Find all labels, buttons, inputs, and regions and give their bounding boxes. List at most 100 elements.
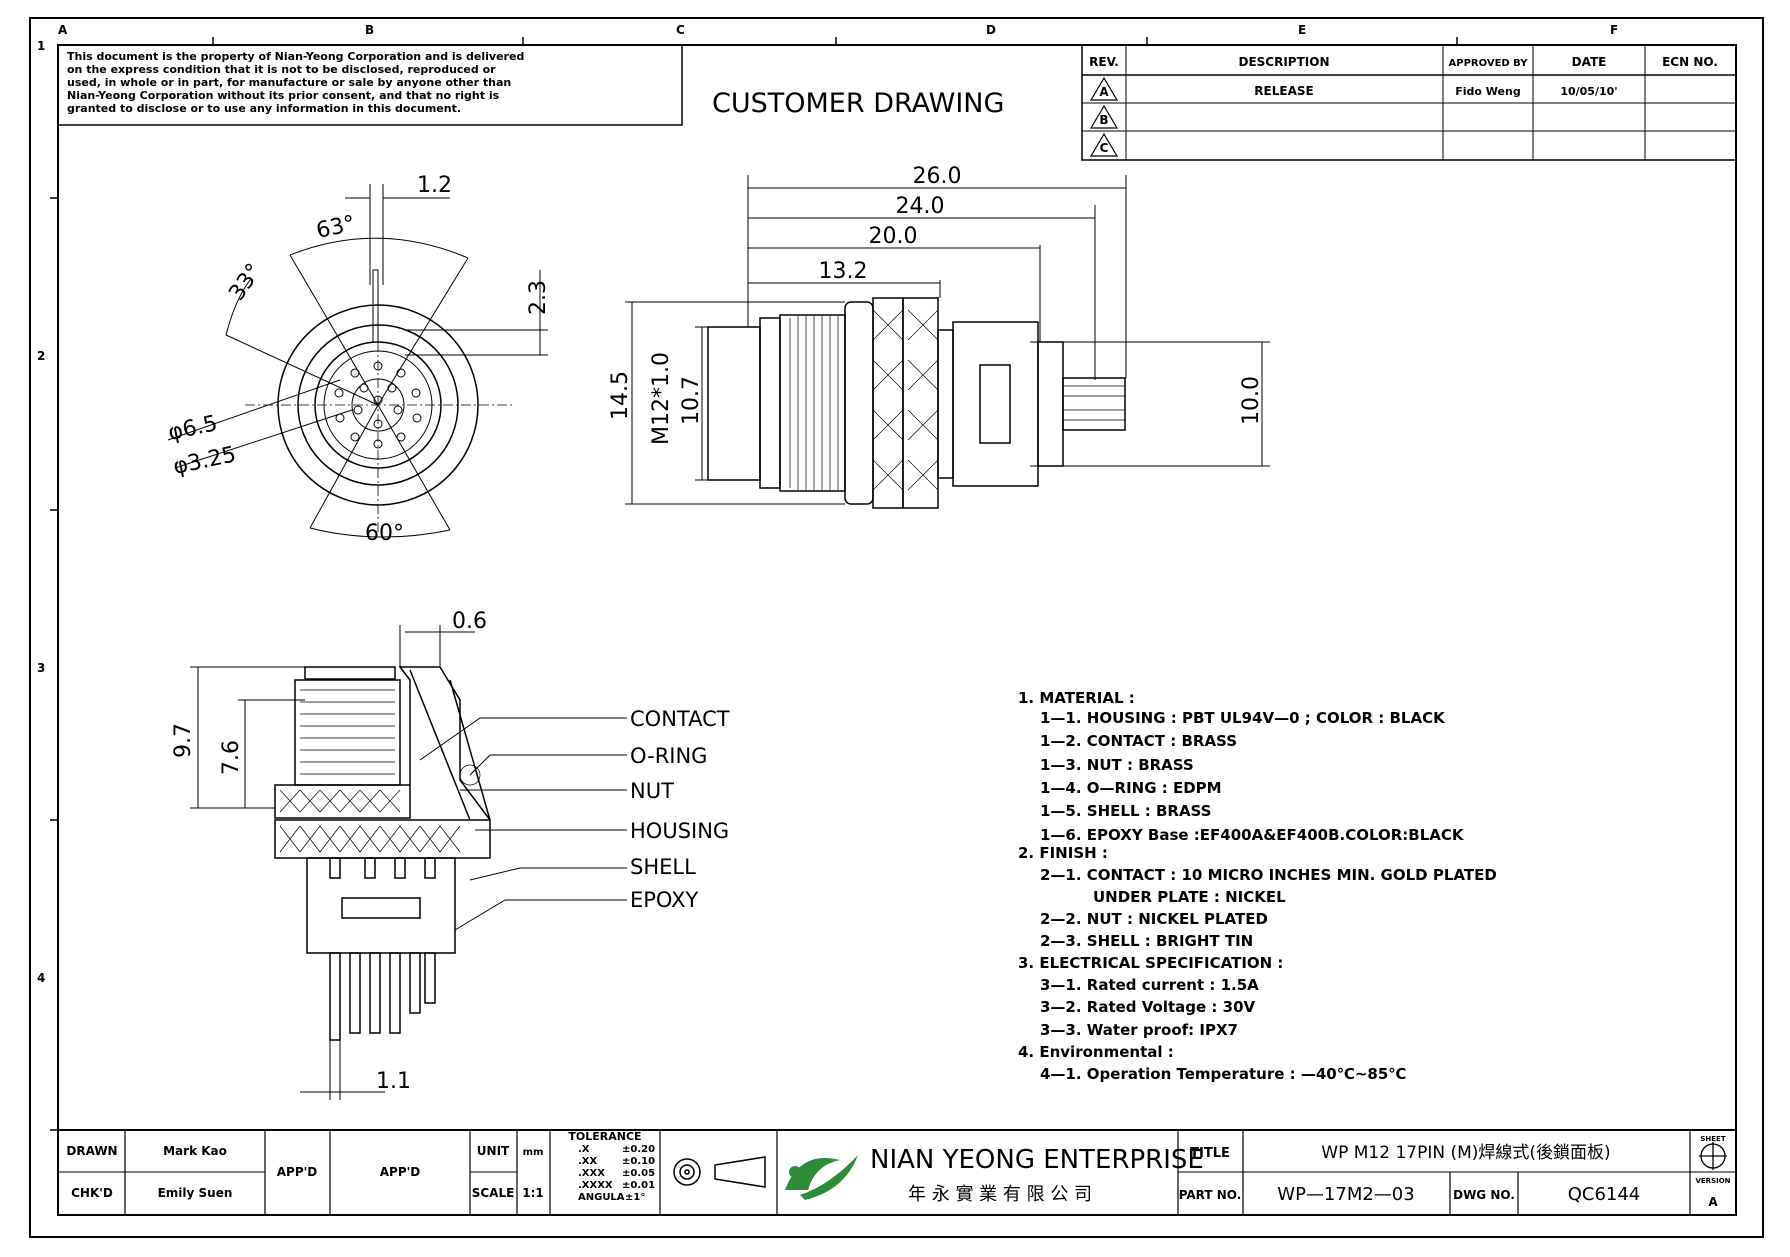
grid-row-2: 2 (37, 349, 45, 363)
dim-20: 20.0 (869, 224, 918, 249)
appd-value: APP'D (380, 1165, 421, 1179)
disclaimer-line: used, in whole or in part, for manufactu… (67, 76, 511, 89)
rev-row-c: C (1100, 141, 1109, 155)
callout-housing: HOUSING (630, 819, 729, 843)
disclaimer-line: granted to disclose or to use any inform… (67, 102, 461, 115)
note-line: 1—1. HOUSING : PBT UL94V—0 ; COLOR : BLA… (1040, 709, 1446, 727)
dim-2-3: 2.3 (526, 280, 551, 315)
note-line: 2—3. SHELL : BRIGHT TIN (1040, 932, 1253, 950)
sheet-label: SHEET (1700, 1135, 1725, 1143)
callout-o-ring: O-RING (630, 744, 707, 768)
note-line: 3—2. Rated Voltage : 30V (1040, 998, 1256, 1016)
chkd-by: Emily Suen (158, 1186, 233, 1200)
dim-10: 10.0 (1239, 376, 1264, 425)
dim-0-6: 0.6 (452, 609, 487, 634)
tol-value: ±0.05 (622, 1168, 655, 1179)
tol-key: ANGULA (578, 1192, 625, 1203)
revision-table: REV. DESCRIPTION APPROVED BY DATE ECN NO… (1081, 44, 1737, 161)
grid-col-b: B (365, 23, 374, 37)
part-no-label: PART NO. (1179, 1188, 1242, 1202)
outer-border (29, 17, 1764, 1238)
note-line: 4. Environmental : (1018, 1043, 1174, 1061)
tol-key: .X (578, 1144, 590, 1155)
note-line: 4—1. Operation Temperature : —40℃~85℃ (1040, 1065, 1406, 1083)
note-line: 3. ELECTRICAL SPECIFICATION : (1018, 954, 1283, 972)
disclaimer-box (57, 44, 683, 126)
front-view: 1.2 63° 33° 2.3 φ6.5 φ3.25 60° (166, 173, 551, 546)
dim-14-5: 14.5 (608, 371, 633, 420)
note-line: 2. FINISH : (1018, 844, 1108, 862)
callout-epoxy: EPOXY (630, 888, 699, 912)
version-value: A (1708, 1195, 1718, 1209)
dim-m12: M12*1.0 (649, 352, 674, 445)
grid-col-d: D (986, 23, 996, 37)
section-view: 0.6 9.7 7.6 1.1 CONTACT O-RING NUT HOUSI… (171, 609, 730, 1100)
dim-1-1: 1.1 (376, 1069, 411, 1094)
grid-row-3: 3 (37, 661, 45, 675)
grid-ticks (50, 37, 1458, 1131)
note-line: 1—3. NUT : BRASS (1040, 756, 1194, 774)
note-line: 1—4. O—RING : EDPM (1040, 779, 1222, 797)
dim-dia-6-5: φ6.5 (166, 411, 220, 446)
disclaimer-line: Nian-Yeong Corporation without its prior… (67, 89, 500, 102)
dim-13-2: 13.2 (819, 259, 868, 284)
note-line: 3—1. Rated current : 1.5A (1040, 976, 1259, 994)
disclaimer-line: This document is the property of Nian-Ye… (67, 50, 524, 63)
tol-key: .XXX (578, 1168, 605, 1179)
rev-header-approved: APPROVED BY (1449, 58, 1529, 69)
tol-value: ±0.20 (622, 1144, 655, 1155)
title-value: WP M12 17PIN (M)焊線式(後鎖面板) (1321, 1143, 1610, 1163)
dim-1-2: 1.2 (417, 173, 452, 198)
dwg-no-value: QC6144 (1568, 1184, 1641, 1205)
tolerance-label: TOLERANCE (568, 1130, 641, 1143)
tol-value: ±0.01 (622, 1180, 655, 1191)
disclaimer-text: This document is the property of Nian-Ye… (67, 50, 524, 115)
drawn-by: Mark Kao (163, 1144, 227, 1158)
grid-col-f: F (1610, 23, 1618, 37)
note-line: 1—5. SHELL : BRASS (1040, 802, 1211, 820)
note-line: 2—1. CONTACT : 10 MICRO INCHES MIN. GOLD… (1040, 866, 1497, 884)
rev-row-a: A (1099, 85, 1109, 99)
company-logo (785, 1155, 858, 1200)
dim-33-deg: 33° (224, 259, 267, 305)
dim-60-deg: 60° (365, 521, 404, 546)
inner-border (57, 44, 1737, 1216)
projection-symbol (673, 1156, 766, 1188)
dim-10-7: 10.7 (679, 376, 704, 425)
note-line: 1. MATERIAL : (1018, 689, 1135, 707)
rev-approved-by: Fido Weng (1455, 85, 1520, 98)
dim-63-deg: 63° (314, 211, 357, 244)
rev-header-description: DESCRIPTION (1238, 55, 1329, 69)
dim-7-6: 7.6 (219, 740, 244, 775)
disclaimer-line: on the express condition that it is not … (67, 63, 496, 76)
note-line: UNDER PLATE : NICKEL (1093, 888, 1286, 906)
note-line: 2—2. NUT : NICKEL PLATED (1040, 910, 1268, 928)
callout-contact: CONTACT (630, 707, 730, 731)
unit-value: mm (523, 1147, 544, 1158)
dim-dia-3-25: φ3.25 (171, 442, 238, 480)
dwg-no-label: DWG NO. (1453, 1188, 1515, 1202)
tol-key: .XXXX (578, 1180, 613, 1191)
grid-col-c: C (676, 23, 685, 37)
title-block: DRAWN Mark Kao CHK'D Emily Suen APP'D A P… (57, 1129, 1737, 1216)
tol-key: .XX (578, 1156, 598, 1167)
chkd-label: CHK'D (71, 1186, 113, 1200)
unit-label: UNIT (477, 1144, 510, 1158)
tol-value: ±1° (625, 1192, 645, 1203)
rev-header-date: DATE (1572, 55, 1607, 69)
drawing-title: CUSTOMER DRAWING (712, 88, 1004, 119)
rev-date: 10/05/10' (1560, 85, 1617, 98)
rev-description: RELEASE (1254, 84, 1313, 98)
company-name: NIAN YEONG ENTERPRISE (870, 1145, 1204, 1175)
callout-shell: SHELL (630, 855, 696, 879)
drawn-label: DRAWN (66, 1144, 117, 1158)
rev-row-b: B (1099, 113, 1108, 127)
note-line: 1—6. EPOXY Base :EF400A&EF400B.COLOR:BLA… (1040, 826, 1465, 844)
grid-col-e: E (1298, 23, 1306, 37)
rev-header-rev: REV. (1089, 55, 1119, 69)
title-label: TITLE (1190, 1146, 1230, 1161)
note-line: 3—3. Water proof: IPX7 (1040, 1021, 1238, 1039)
spec-notes: 1. MATERIAL : 1—1. HOUSING : PBT UL94V—0… (1018, 689, 1497, 1083)
dim-9-7: 9.7 (171, 723, 196, 758)
